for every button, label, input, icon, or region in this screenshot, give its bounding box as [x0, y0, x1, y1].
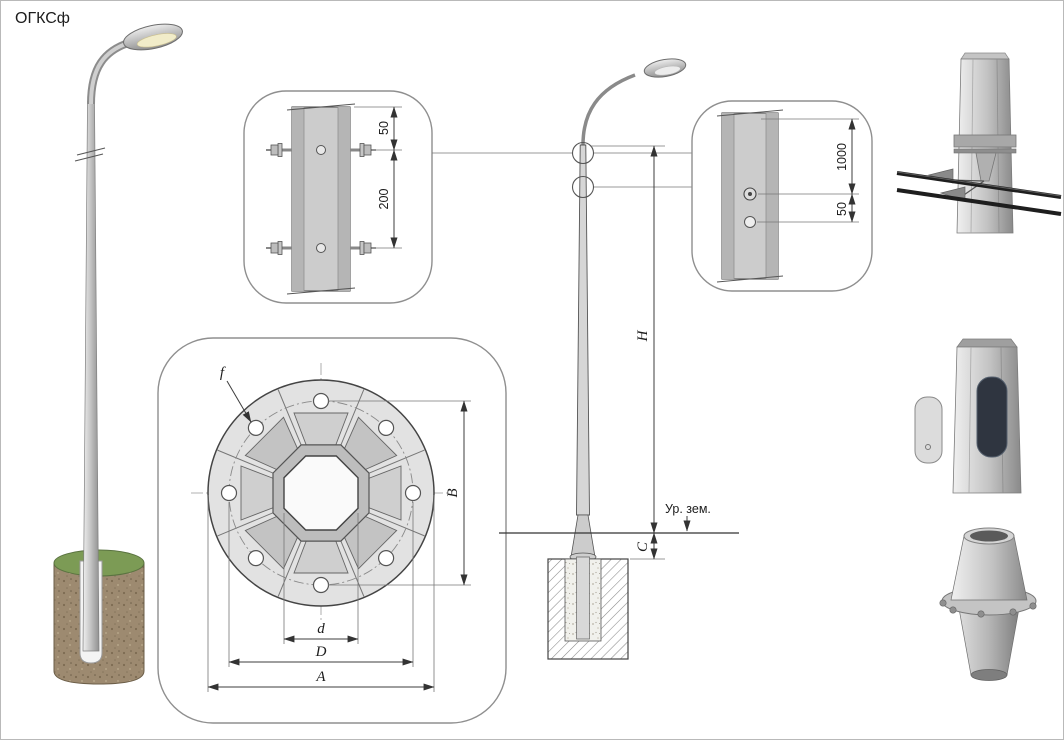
dim-dd-label: D: [315, 644, 327, 660]
dim-c-label: C: [635, 541, 651, 552]
page-title: ОГКСф: [15, 10, 70, 27]
flange-base-render: [939, 527, 1037, 681]
base-flange-holes: [939, 599, 1037, 618]
base-cone: [950, 535, 1028, 601]
dim-1000-label: 1000: [835, 143, 849, 171]
gusset-plates: [240, 412, 402, 574]
cable-clamp-render: [896, 52, 1062, 234]
detail-marker-upper: [571, 141, 595, 165]
weld-spokes: [217, 389, 425, 597]
shaft-elevation: [576, 144, 590, 516]
lamp-glass: [136, 33, 177, 48]
suspension-bracket: [975, 152, 997, 182]
drain-hole: [744, 216, 756, 228]
pole-3d-render: [53, 23, 183, 685]
socket-opening: [970, 530, 1008, 542]
dim-h-label: H: [635, 329, 651, 342]
flange-bolt-holes: [220, 392, 422, 594]
dim-a-label: A: [315, 669, 326, 685]
bolt-row-lower: [266, 241, 376, 255]
pole-elevation-drawing: Ур. зем. H C: [432, 58, 739, 660]
access-door-render: [914, 338, 1022, 494]
luminaire-elevation: [643, 58, 687, 78]
pole-shaft-3d: [82, 100, 100, 652]
luminaire-3d: [123, 23, 183, 51]
detail-marker-lower: [571, 175, 595, 199]
clamp-band: [953, 134, 1017, 148]
arm-elevation: [581, 73, 636, 146]
flange-top-view-callout: f B d D A: [157, 337, 507, 724]
door-panel: [914, 396, 943, 464]
dim-50-top-label: 50: [377, 121, 391, 135]
cable-upper: [896, 171, 1062, 199]
base-flare: [570, 514, 596, 558]
cable-lower: [896, 188, 1062, 216]
hole-diameter-label: f: [220, 365, 226, 381]
dim-d-label: d: [317, 621, 325, 637]
dim-200-label: 200: [377, 189, 391, 210]
pole-octagon-hole: [283, 455, 359, 531]
bolt-row-upper: [266, 143, 376, 157]
foundation-section: [547, 556, 629, 660]
detail-top-callout: 50 200: [243, 90, 433, 304]
dim-b-label: B: [445, 488, 461, 497]
door-opening: [976, 376, 1008, 458]
dim-50-right-label: 50: [835, 202, 849, 216]
detail-right-callout: 1000 50: [691, 100, 873, 292]
ground-level-label: Ур. зем.: [665, 502, 711, 516]
